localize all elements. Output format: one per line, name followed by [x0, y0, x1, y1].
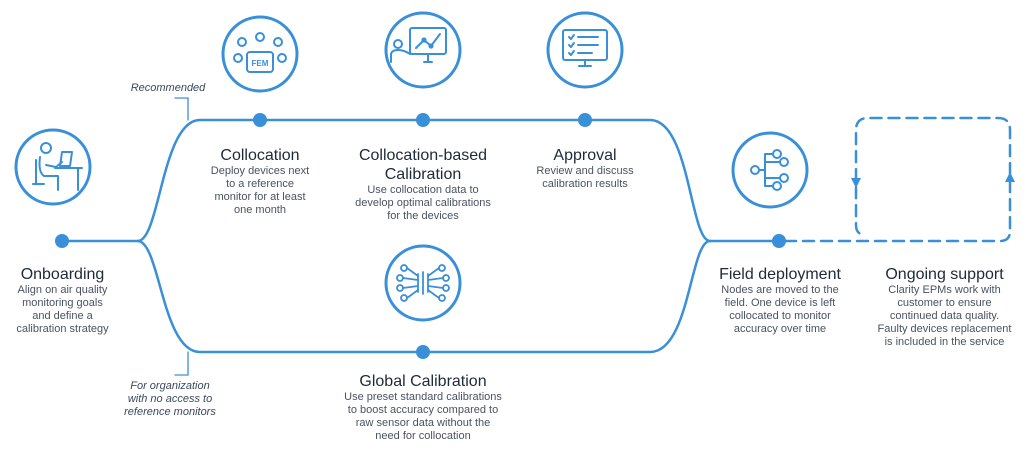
- support-desc-line: customer to ensure: [897, 297, 992, 309]
- step-onboarding: Onboarding Align on air quality monitori…: [0, 265, 125, 336]
- calibration-desc-line: Use collocation data to: [367, 184, 479, 196]
- step-approval: Approval Review and discuss calibration …: [515, 146, 655, 191]
- approval-desc-line: calibration results: [542, 178, 628, 190]
- calibration-desc-line: for the devices: [387, 210, 459, 222]
- global-desc-line: to boost accuracy compared to: [347, 404, 499, 416]
- neural-network-icon: [384, 244, 462, 322]
- field-desc-line: field. One device is left: [724, 297, 836, 309]
- support-desc-line: Clarity EPMs work with: [888, 284, 1001, 296]
- step-calibration: Collocation-based Calibration Use colloc…: [338, 146, 508, 223]
- fem-label: FEM: [252, 59, 269, 68]
- support-desc-line: Faulty devices replacement: [877, 323, 1012, 335]
- step-support: Ongoing support Clarity EPMs work with c…: [862, 265, 1027, 349]
- approval-title: Approval: [553, 147, 617, 164]
- support-desc-line: is included in the service: [884, 336, 1005, 348]
- node-collocation: [253, 113, 267, 127]
- onboarding-title: Onboarding: [20, 266, 105, 283]
- global-title: Global Calibration: [359, 373, 487, 390]
- node-approval: [578, 113, 592, 127]
- node-onboarding: [55, 234, 69, 248]
- onboarding-desc-line: Align on air quality: [17, 284, 108, 296]
- collocation-desc-line: Deploy devices next: [210, 165, 310, 177]
- onboarding-desc-line: monitoring goals: [22, 297, 103, 309]
- node-field: [772, 234, 786, 248]
- support-desc-line: continued data quality.: [889, 310, 1000, 322]
- monitor-checklist-icon: [546, 11, 624, 89]
- onboarding-desc-line: calibration strategy: [16, 323, 109, 335]
- onboarding-desc-line: and define a: [32, 310, 93, 322]
- fem-sensors-icon: [221, 15, 299, 93]
- no-access-line: For organization: [130, 380, 210, 392]
- collocation-desc-line: monitor for at least: [214, 191, 306, 203]
- loop-arrow-down: [851, 178, 861, 188]
- field-desc-line: collocated to monitor: [729, 310, 831, 322]
- support-title: Ongoing support: [885, 266, 1004, 283]
- collocation-desc-line: one month: [234, 204, 286, 216]
- step-field: Field deployment Nodes are moved to the …: [700, 265, 860, 336]
- recommended-label: Recommended: [130, 82, 206, 94]
- global-desc-line: Use preset standard calibrations: [344, 391, 502, 403]
- collocation-title: Collocation: [220, 147, 300, 164]
- global-desc-line: need for collocation: [375, 430, 471, 442]
- recommended-note: Recommended: [118, 82, 218, 95]
- field-title: Field deployment: [719, 266, 841, 283]
- calibration-desc-line: develop optimal calibrations: [355, 197, 491, 209]
- no-access-note: For organization with no access to refer…: [105, 380, 235, 419]
- loop-arrow-up: [1005, 172, 1015, 182]
- calibration-title-line: Calibration: [384, 166, 462, 183]
- node-global: [416, 345, 430, 359]
- no-access-line: with no access to: [127, 393, 213, 405]
- collocation-desc-line: to a reference: [226, 178, 294, 190]
- lower-branch: [136, 239, 712, 354]
- field-desc-line: accuracy over time: [733, 323, 827, 335]
- no-access-line: reference monitors: [124, 406, 216, 418]
- step-collocation: Collocation Deploy devices next to a ref…: [190, 146, 330, 217]
- node-calibration: [416, 113, 430, 127]
- field-desc-line: Nodes are moved to the: [721, 284, 839, 296]
- global-desc-line: raw sensor data without the: [355, 417, 491, 429]
- recommended-pointer: [174, 97, 189, 121]
- presentation-chart-icon: [384, 11, 462, 89]
- person-at-desk-icon: [14, 128, 92, 206]
- step-global: Global Calibration Use preset standard c…: [323, 372, 523, 443]
- calibration-title-line: Collocation-based: [358, 147, 488, 164]
- no-access-pointer: [174, 351, 189, 376]
- support-loop-line: [783, 116, 1012, 243]
- approval-desc-line: Review and discuss: [536, 165, 634, 177]
- node-network-icon: [731, 131, 809, 209]
